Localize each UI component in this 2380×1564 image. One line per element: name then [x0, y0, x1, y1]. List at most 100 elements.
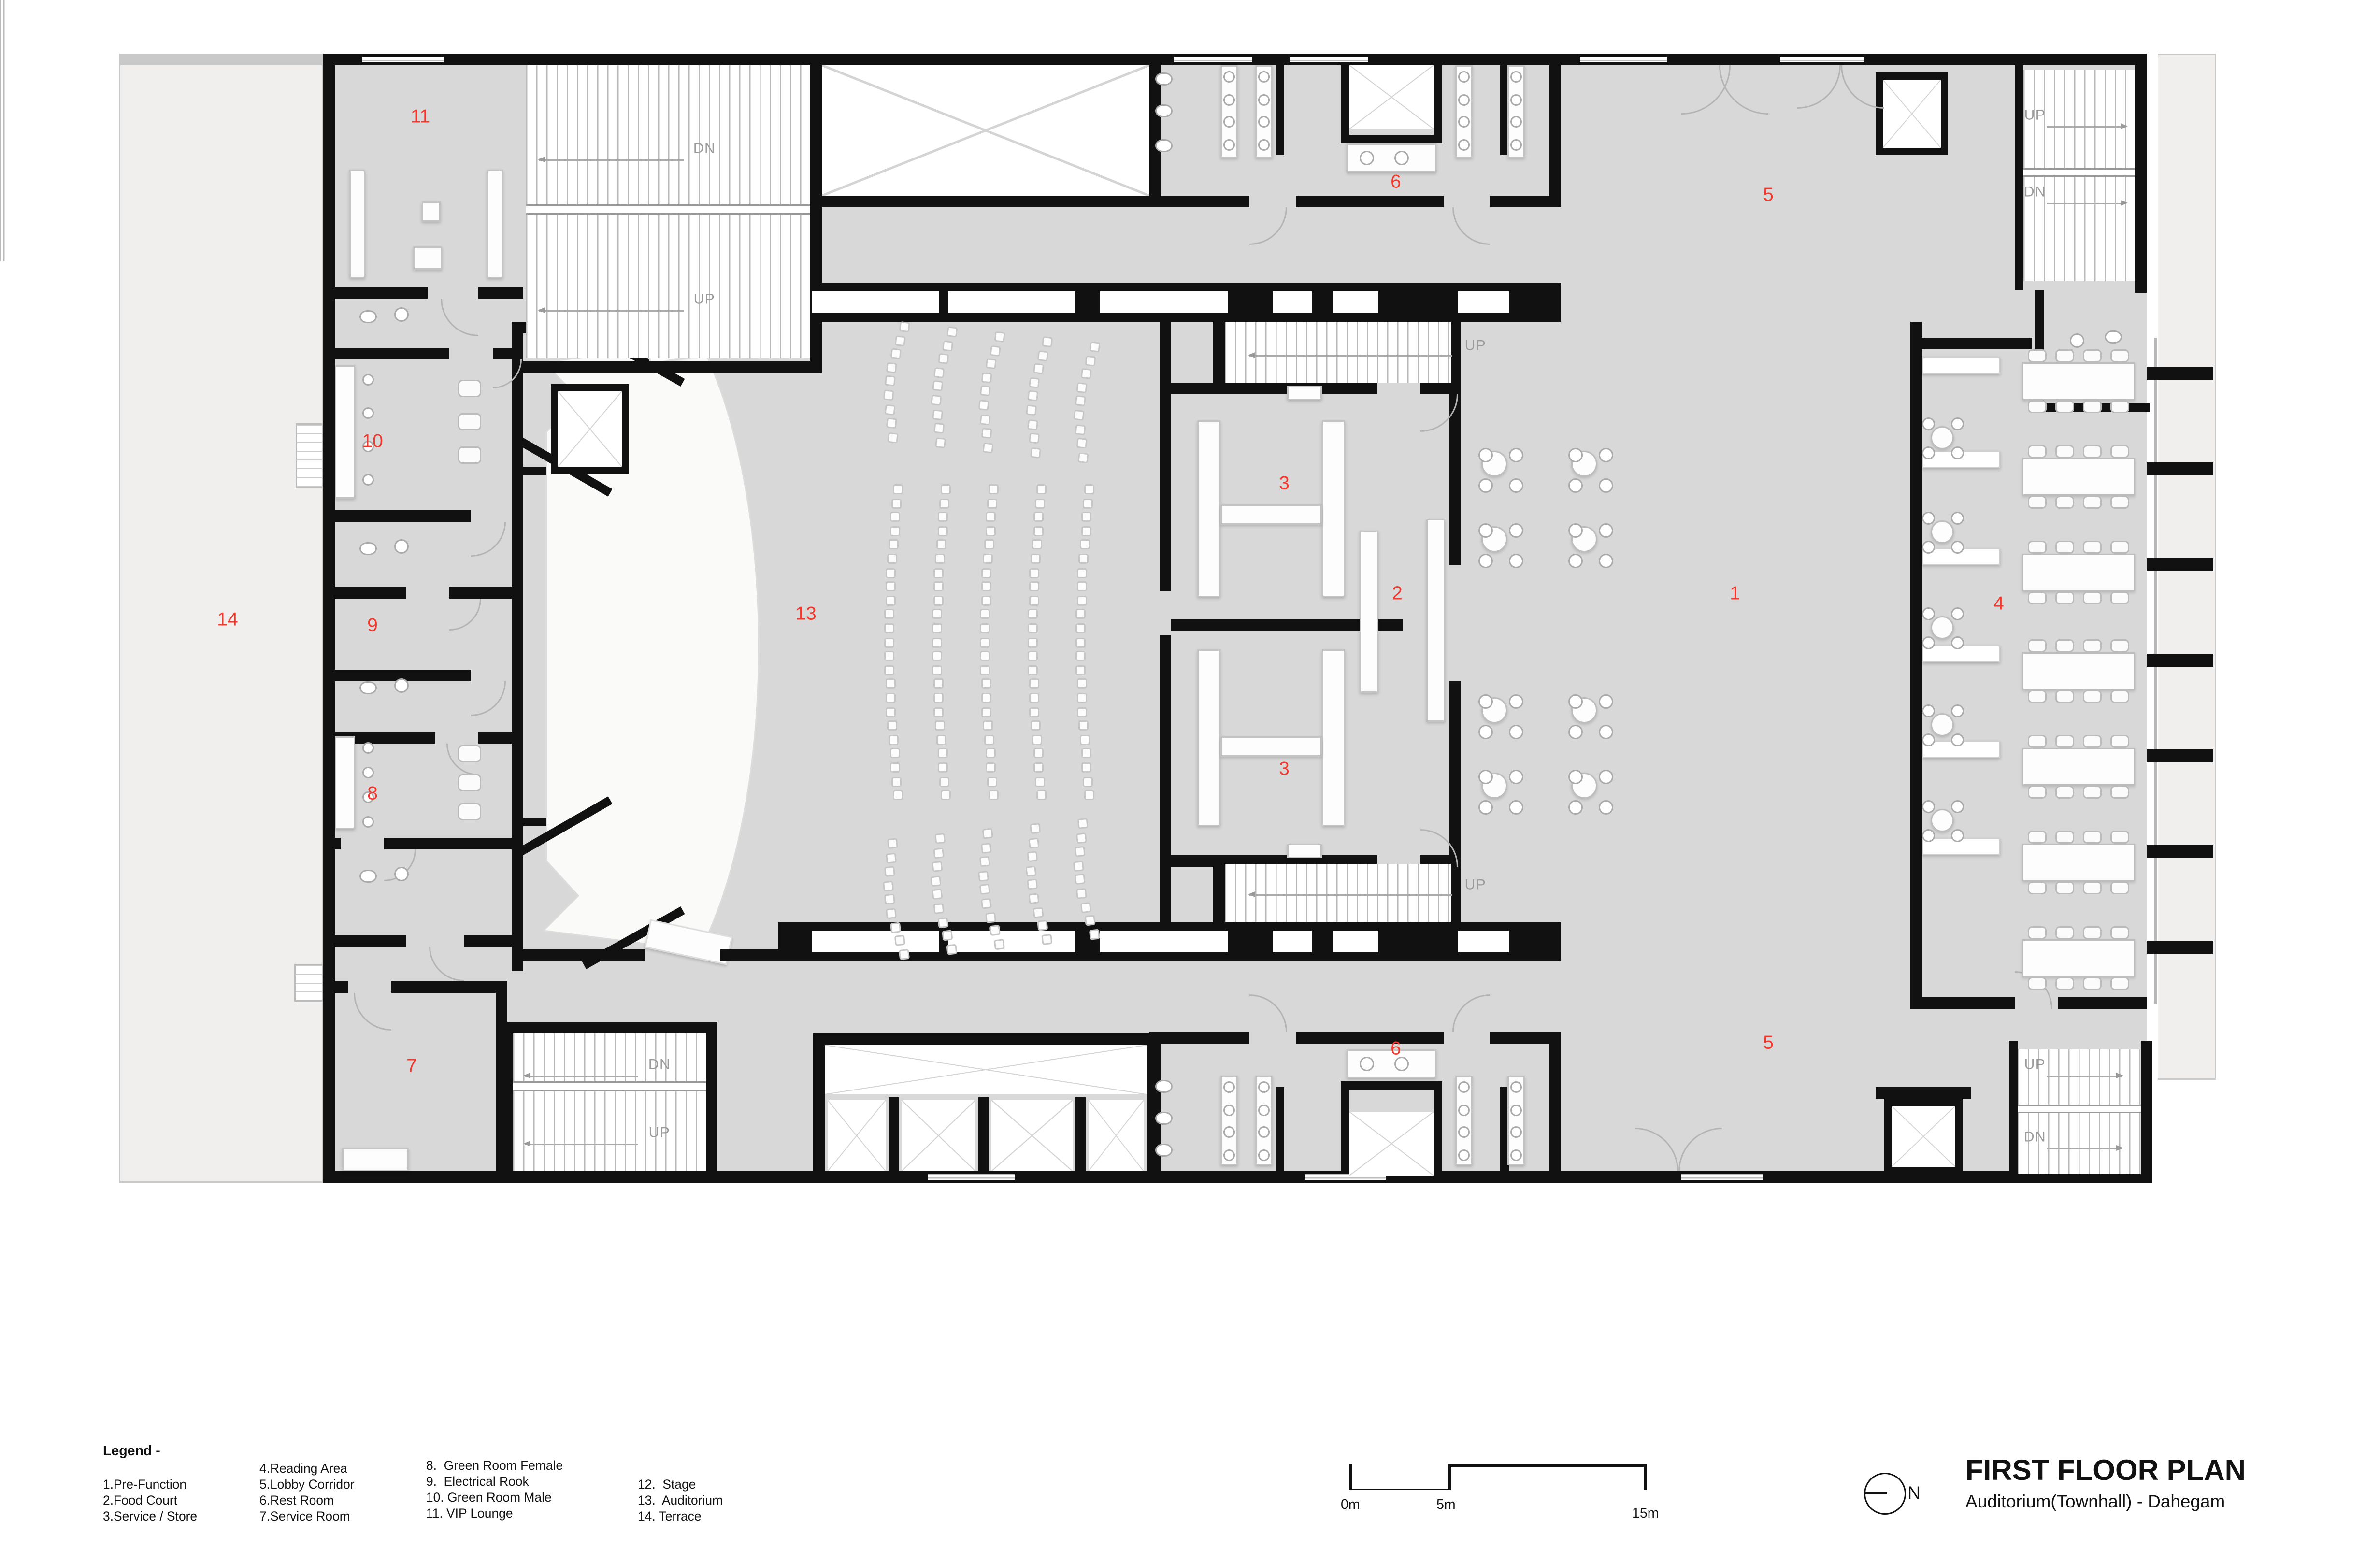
vip-table — [422, 201, 441, 222]
chair-icon — [2028, 400, 2047, 413]
wall — [822, 196, 1161, 207]
wall — [1341, 1090, 1349, 1177]
sink-basin-icon — [1458, 116, 1470, 128]
stair-arrow — [2047, 1073, 2123, 1079]
auditorium-seat — [982, 567, 992, 578]
auditorium-seat — [888, 734, 899, 745]
band-window — [1273, 931, 1312, 952]
wall — [810, 62, 822, 373]
sink-basin-icon — [1258, 1126, 1270, 1138]
auditorium-seat — [1028, 637, 1038, 647]
auditorium-seat — [1028, 595, 1039, 606]
auditorium-seat — [941, 790, 951, 801]
washbasin-icon — [1360, 1057, 1374, 1071]
wall — [512, 361, 822, 373]
reading-long-table — [2022, 554, 2135, 591]
wall — [2058, 997, 2147, 1009]
chair-icon — [1922, 446, 1935, 459]
reading-long-table — [2022, 844, 2135, 881]
auditorium-seat — [931, 861, 943, 873]
stair-label: UP — [648, 1125, 671, 1142]
makeup-chair — [458, 413, 481, 430]
auditorium-seat — [1084, 484, 1094, 494]
seating-bank — [884, 484, 1131, 804]
chair-icon — [1509, 523, 1523, 538]
wall — [1500, 1087, 1509, 1183]
auditorium-seat — [1029, 581, 1039, 592]
sheet-subtitle: Auditorium(Townhall) - Dahegam — [1965, 1492, 2225, 1512]
stair-arrow — [2047, 201, 2128, 207]
chair-icon — [2083, 690, 2102, 703]
scale-label-0m: 0m — [1341, 1497, 1360, 1513]
auditorium-seat — [982, 828, 993, 839]
wall — [720, 949, 790, 961]
chair-icon — [2083, 349, 2102, 362]
chair-icon — [1478, 694, 1493, 709]
auditorium-seat — [884, 651, 895, 661]
auditorium-seat — [985, 911, 996, 923]
duct-shaft — [1349, 65, 1434, 129]
auditorium-seat — [890, 762, 901, 773]
auditorium-seat — [1028, 665, 1038, 675]
auditorium-seat — [1028, 609, 1038, 620]
auditorium-seat — [1074, 846, 1086, 858]
room-label-6: 6 — [1391, 170, 1401, 192]
ahu-shaft — [902, 1100, 975, 1171]
reading-long-table — [2022, 652, 2135, 690]
chair-icon — [1478, 770, 1493, 784]
wall — [889, 1097, 899, 1171]
auditorium-seat — [984, 540, 994, 550]
wall — [323, 587, 406, 599]
chair-icon — [2110, 881, 2129, 894]
makeup-counter — [335, 365, 355, 499]
auditorium-seat — [1076, 679, 1087, 689]
wall — [2141, 1041, 2152, 1183]
auditorium-seat — [887, 838, 898, 849]
toilet-icon — [2105, 330, 2122, 344]
wall — [391, 981, 507, 993]
chair-icon — [2055, 400, 2074, 413]
legend-column-3: 8. Green Room Female 9. Electrical Rook … — [426, 1458, 563, 1521]
auditorium-seat — [893, 484, 903, 494]
room-label-9: 9 — [367, 614, 378, 636]
makeup-chair — [458, 446, 481, 464]
auditorium-seat — [986, 762, 996, 773]
toilet-icon — [359, 870, 377, 883]
chair-icon — [1568, 554, 1583, 568]
wall — [1276, 1087, 1284, 1183]
chair-icon — [2055, 690, 2074, 703]
sink-basin-icon — [1458, 138, 1470, 150]
auditorium-seat — [987, 498, 998, 508]
auditorium-seat — [1032, 748, 1043, 759]
auditorium-seat — [1029, 693, 1039, 703]
chair-icon — [2083, 639, 2102, 652]
chair-icon — [2028, 541, 2047, 554]
chair-icon — [2028, 690, 2047, 703]
auditorium-seat — [933, 903, 945, 914]
chair-icon — [1922, 800, 1935, 813]
auditorium-seat — [883, 880, 895, 891]
auditorium-seat — [1033, 512, 1044, 522]
terrace-parapet — [119, 54, 323, 65]
chair-icon — [1922, 512, 1935, 525]
washbasin-icon — [394, 307, 409, 322]
auditorium-seat — [1042, 336, 1053, 348]
auditorium-seat — [932, 889, 943, 901]
wall — [1910, 997, 2015, 1009]
wall — [384, 838, 523, 849]
auditorium-seat — [1083, 498, 1093, 508]
auditorium-seat — [978, 870, 990, 882]
wall — [1149, 1032, 1249, 1044]
auditorium-seat — [885, 679, 895, 689]
auditorium-seat — [982, 372, 993, 383]
auditorium-seat — [980, 665, 990, 675]
auditorium-seat — [979, 414, 990, 425]
auditorium-seat — [1075, 832, 1087, 844]
legend-column-2: 4.Reading Area 5.Lobby Corridor 6.Rest R… — [259, 1461, 355, 1523]
stool-icon — [362, 474, 374, 486]
sink-basin-icon — [1258, 138, 1270, 150]
chair-icon — [2028, 445, 2047, 458]
auditorium-seat — [1033, 762, 1044, 773]
toilet-icon — [359, 681, 377, 694]
reading-round-table — [1931, 426, 1954, 449]
